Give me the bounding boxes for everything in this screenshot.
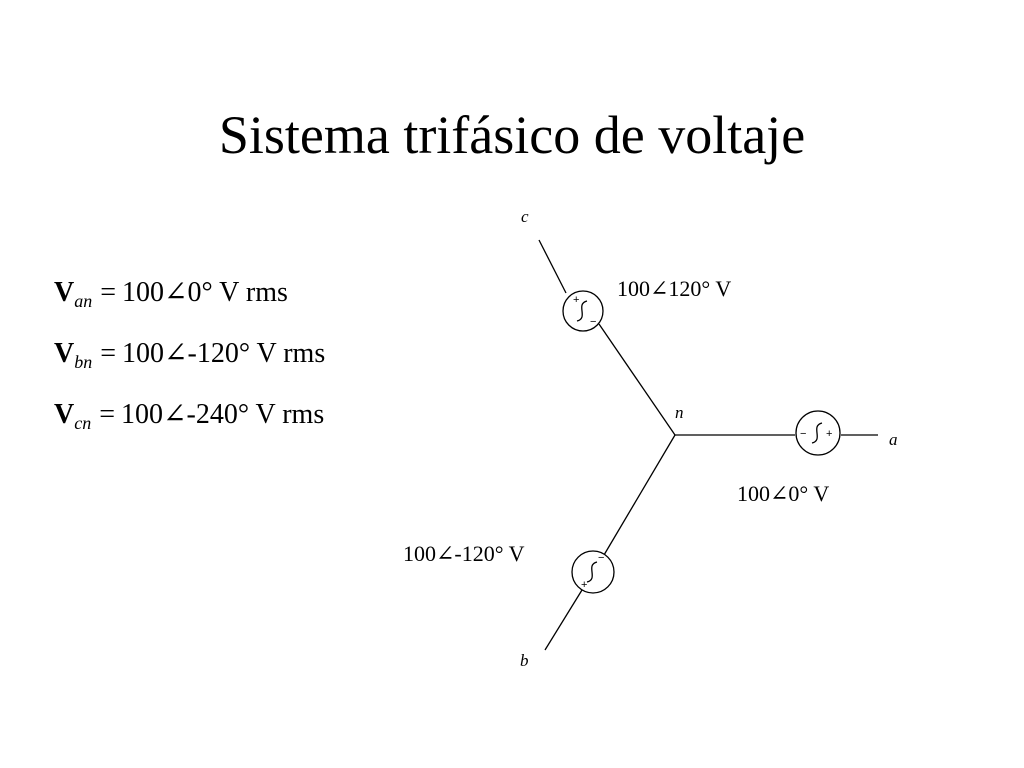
- voltage-symbol: V: [54, 277, 75, 308]
- wire-n-to-source-b: [603, 434, 676, 556]
- minus-sign: −: [800, 428, 806, 440]
- voltage-symbol: V: [54, 399, 75, 430]
- voltage-value: 100∠-240° V rms: [121, 399, 325, 430]
- voltage-source-b: − +: [571, 550, 615, 594]
- voltage-value: 100∠-120° V rms: [122, 338, 326, 369]
- equals-sign: =: [100, 338, 117, 369]
- voltage-source-c: + −: [562, 290, 604, 332]
- slide-title: Sistema trifásico de voltaje: [218, 105, 806, 165]
- node-label-a: a: [889, 430, 898, 449]
- voltage-value: 100∠0° V rms: [122, 277, 288, 308]
- wire-source-c-to-c: [538, 239, 567, 294]
- node-label-c: c: [521, 207, 529, 226]
- minus-sign: −: [590, 316, 596, 328]
- ac-wave-icon: [576, 300, 588, 322]
- plus-sign: +: [573, 294, 579, 306]
- voltage-subscript: bn: [74, 352, 93, 372]
- node-label-n: n: [675, 403, 684, 422]
- plus-sign: +: [826, 428, 832, 440]
- node-label-b: b: [520, 651, 529, 670]
- voltage-subscript: cn: [74, 413, 92, 433]
- voltage-symbol: V: [54, 338, 75, 369]
- wire-source-b-to-b: [544, 589, 583, 651]
- equals-sign: =: [100, 277, 117, 308]
- minus-sign: −: [598, 552, 604, 564]
- source-label-a: 100∠0° V: [737, 481, 829, 506]
- plus-sign: +: [581, 579, 587, 591]
- voltage-subscript: an: [74, 291, 93, 311]
- ac-wave-icon: [586, 561, 598, 583]
- ac-wave-icon: [811, 422, 823, 444]
- equals-sign: =: [99, 399, 116, 430]
- equation-vbn: Vbn =100∠-120° V rms: [54, 337, 325, 371]
- voltage-source-a: − +: [795, 410, 841, 456]
- source-label-b: 100∠-120° V: [403, 541, 525, 566]
- equation-van: Van =100∠0° V rms: [54, 276, 288, 310]
- source-label-c: 100∠120° V: [617, 276, 731, 301]
- wire-n-to-source-c: [598, 323, 676, 436]
- equation-vcn: Vcn =100∠-240° V rms: [54, 398, 324, 432]
